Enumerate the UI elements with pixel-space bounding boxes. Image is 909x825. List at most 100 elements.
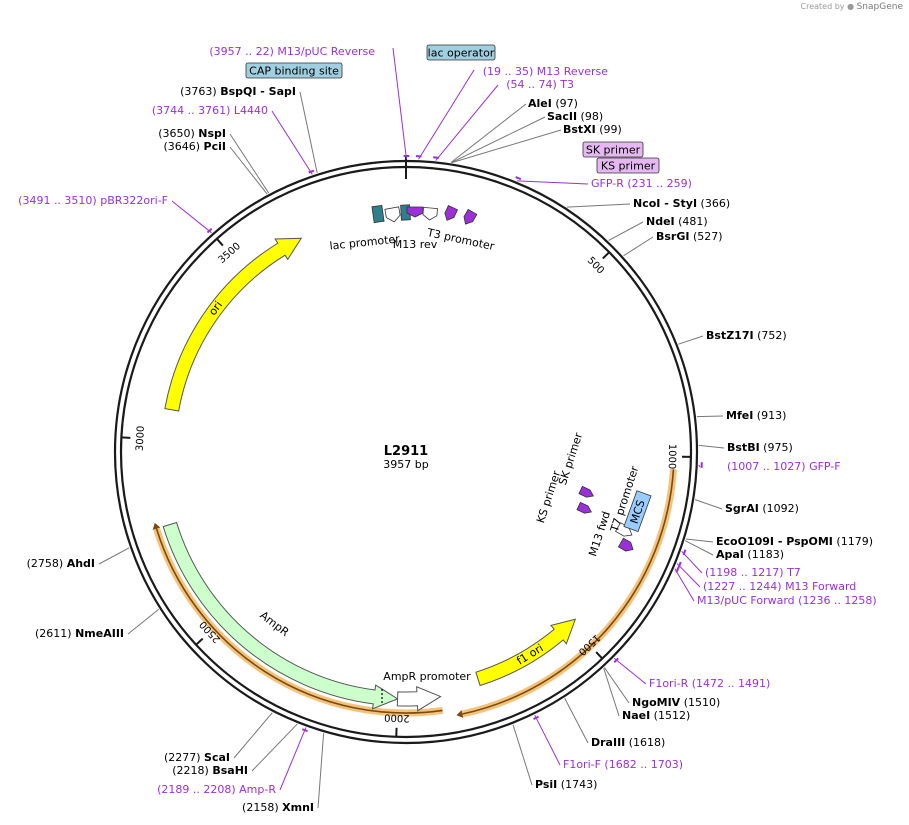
site-position: (913) bbox=[753, 409, 786, 422]
site-position: (1183) bbox=[744, 548, 784, 561]
site-label-pbr322ori-f: (3491 .. 3510) pBR322ori-F bbox=[18, 194, 168, 207]
tag-label: lac operator bbox=[428, 47, 495, 60]
leader-line bbox=[613, 657, 647, 685]
tag-sk-primer bbox=[582, 141, 644, 158]
site-name: NcoI - StyI bbox=[633, 197, 697, 210]
leader-line bbox=[676, 563, 701, 588]
ks-primer-arrow bbox=[463, 208, 478, 225]
site-name: ScaI bbox=[204, 751, 230, 764]
site-name: NgoMIV bbox=[632, 696, 681, 709]
tag-lac-operator bbox=[426, 44, 496, 61]
site-label-l4440: (3744 .. 3761) L4440 bbox=[152, 104, 268, 117]
t3-promoter-arrow bbox=[422, 206, 438, 221]
site-label-psii: PsiI (1743) bbox=[535, 778, 597, 791]
tag-label: KS primer bbox=[601, 160, 656, 173]
leader-line bbox=[229, 146, 268, 195]
mcs-box bbox=[623, 490, 652, 533]
leader-line bbox=[279, 727, 307, 791]
leader-line bbox=[681, 550, 703, 574]
site-position: (1227 .. 1244) bbox=[703, 580, 785, 593]
label-leaders bbox=[98, 47, 725, 809]
leader-line bbox=[694, 499, 723, 510]
leader-line bbox=[685, 538, 714, 543]
leader-line bbox=[127, 608, 160, 635]
tick-mark bbox=[602, 251, 610, 260]
primer-mark bbox=[533, 715, 540, 721]
site-label-f1ori-f: F1ori-F (1682 .. 1703) bbox=[563, 758, 683, 771]
highlight-band bbox=[153, 527, 444, 717]
highlight-line bbox=[155, 528, 443, 714]
site-name: AhdI bbox=[67, 557, 95, 570]
primer-mark bbox=[433, 156, 439, 159]
leader-line bbox=[271, 110, 313, 175]
lac-promoter-arrow bbox=[384, 206, 401, 223]
leader-line bbox=[251, 723, 298, 772]
leader-line bbox=[171, 200, 212, 234]
sk-primer-arrow bbox=[444, 205, 459, 221]
site-name: pBR322ori-F bbox=[100, 194, 168, 207]
site-name: AleI bbox=[528, 97, 552, 110]
site-name: T3 bbox=[559, 78, 574, 91]
site-position: (3650) bbox=[158, 127, 198, 140]
primer-mark bbox=[675, 566, 680, 573]
site-name: M13/pUC Reverse bbox=[277, 45, 375, 58]
site-position: (2218) bbox=[172, 764, 212, 777]
site-label-ecoo109i-pspomi: EcoO109I - PspOMI (1179) bbox=[716, 535, 873, 548]
primer-mark bbox=[613, 657, 619, 664]
leader-line bbox=[608, 221, 644, 241]
site-name: PciI bbox=[204, 140, 226, 153]
site-label-bstz17i: BstZ17I (752) bbox=[706, 329, 787, 342]
leader-line bbox=[564, 698, 589, 744]
site-label-bstxi: BstXI (99) bbox=[563, 123, 622, 136]
site-name: BsrGI bbox=[656, 230, 689, 243]
snapgene-logo-icon: ● bbox=[847, 2, 855, 11]
site-name: DraIII bbox=[591, 736, 625, 749]
label-m13-fwd: M13 fwd bbox=[586, 510, 613, 558]
leader-line bbox=[418, 69, 475, 160]
snapgene-credit: Created by ● SnapGene bbox=[801, 2, 904, 12]
plasmid-name: L2911 bbox=[384, 444, 428, 459]
site-position: (366) bbox=[697, 197, 730, 210]
site-label-amp-r: (2189 .. 2208) Amp-R bbox=[157, 783, 276, 796]
leader-line bbox=[698, 464, 701, 468]
leader-line bbox=[451, 129, 562, 164]
site-label-naei: NaeI (1512) bbox=[622, 709, 690, 722]
site-name: F1ori-F bbox=[563, 758, 601, 771]
site-position: (481) bbox=[675, 215, 708, 228]
leader-line bbox=[317, 733, 325, 809]
site-label-gfp-f: (1007 .. 1027) GFP-F bbox=[727, 460, 841, 473]
tick-mark bbox=[195, 637, 204, 646]
primer-mark bbox=[206, 227, 213, 234]
site-name: L4440 bbox=[234, 104, 268, 117]
site-position: (527) bbox=[689, 230, 722, 243]
site-label-ahdi: (2758) AhdI bbox=[27, 557, 95, 570]
site-name: ApaI bbox=[716, 548, 744, 561]
leader-line bbox=[451, 116, 546, 163]
site-label-t7: (1198 .. 1217) T7 bbox=[705, 566, 801, 579]
site-label-apai: ApaI (1183) bbox=[716, 548, 784, 561]
leader-line bbox=[698, 444, 725, 449]
feature-ampr-promoter bbox=[396, 685, 442, 712]
site-name: M13 Forward bbox=[785, 580, 856, 593]
highlight-arrowhead bbox=[152, 522, 161, 530]
site-position: (231 .. 259) bbox=[624, 177, 692, 190]
site-name: BsaHI bbox=[212, 764, 248, 777]
leader-line bbox=[233, 712, 273, 759]
highlight-line bbox=[462, 469, 675, 715]
leader-line bbox=[512, 724, 533, 786]
leader-line bbox=[98, 547, 130, 565]
leader-line bbox=[450, 103, 527, 163]
feature-label-ampr-promoter: AmpR promoter bbox=[383, 670, 471, 683]
site-name: M13/pUC Forward bbox=[697, 594, 795, 607]
site-label-bsrgi: BsrGI (527) bbox=[656, 230, 723, 243]
primer-mark bbox=[308, 169, 315, 174]
site-position: (2758) bbox=[27, 557, 67, 570]
site-position: (2189 .. 2208) bbox=[157, 783, 239, 796]
feature-f1-ori bbox=[475, 618, 577, 687]
site-position: (1682 .. 1703) bbox=[601, 758, 683, 771]
site-label-pcii: (3646) PciI bbox=[163, 140, 226, 153]
site-position: (1510) bbox=[680, 696, 720, 709]
site-position: (1092) bbox=[759, 502, 799, 515]
